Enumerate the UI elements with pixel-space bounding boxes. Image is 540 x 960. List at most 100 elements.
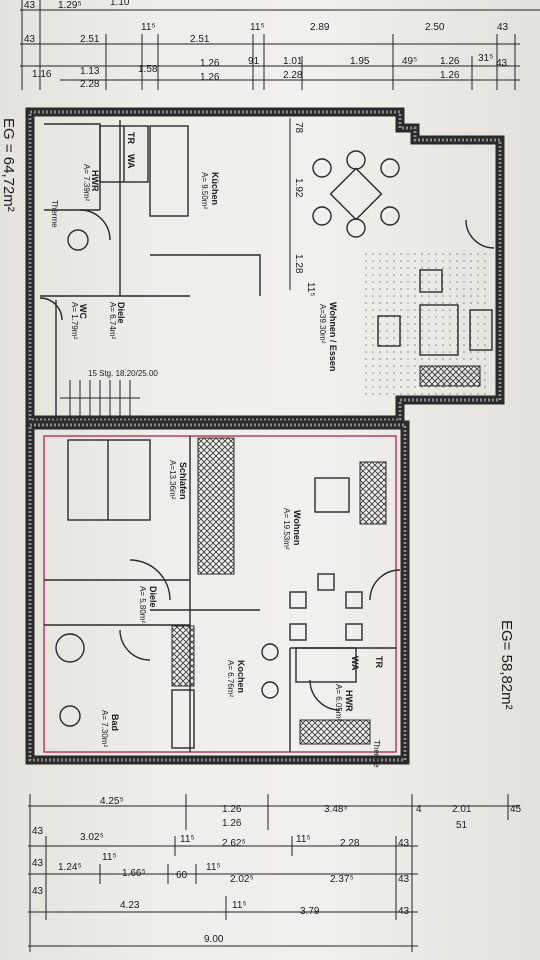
bottom-dim: 43 (32, 826, 44, 837)
upper-unit-room-labels: HWR A= 7.39m² Küchen A= 9.50m² Diele A= … (50, 132, 338, 378)
floor-area-left: EG = 64,72m² (0, 118, 17, 212)
room-name-hwr-lower: HWR (344, 690, 354, 712)
fixture-therme-lower: Therme (372, 740, 381, 768)
bottom-dim: 2.02⁵ (230, 874, 254, 885)
room-name-bedroom: Schlafen (178, 462, 188, 500)
room-name-living-lower: Wohnen (292, 510, 302, 545)
bottom-dim: 1.66⁵ (122, 868, 146, 879)
top-dim: 43 (496, 58, 508, 69)
bottom-dim: 3.48⁵ (324, 804, 348, 815)
bottom-dim: 3.02⁵ (80, 832, 104, 843)
room-name-hwr-upper: HWR (90, 170, 100, 192)
room-area-bath: A= 7.30m² (100, 710, 109, 747)
top-dim: 1.26 (200, 72, 220, 83)
top-dim: 43 (24, 34, 36, 45)
bottom-dim: 43 (398, 838, 410, 849)
interior-dim: 1.28 (293, 254, 304, 274)
top-dim: 1.16 (32, 69, 52, 80)
bottom-dim: 2.01 (452, 804, 472, 815)
room-name-diele-upper: Diele (116, 302, 126, 324)
fixture-tr-lower: TR (374, 656, 384, 668)
top-dim: 2.51 (190, 34, 210, 45)
top-dim: 11⁵ (141, 22, 156, 33)
bottom-dim: 11⁵ (232, 900, 247, 911)
bottom-dim: 2.37⁵ (330, 874, 354, 885)
bottom-dim: 4.23 (120, 900, 140, 911)
top-dim: 11⁵ (250, 22, 265, 33)
room-name-kitchen-upper: Küchen (210, 172, 220, 205)
room-area-hwr-upper: A= 7.39m² (82, 164, 91, 201)
room-area-wc-upper: A= 1.79m² (70, 302, 79, 339)
fixture-tr-upper: TR (126, 132, 136, 144)
fixture-therme-upper: Therme (50, 200, 59, 228)
stair-label: 15 Stg. 18.20/25.00 (88, 369, 158, 378)
room-name-kitchen-lower: Kochen (236, 660, 246, 693)
interior-dim: 11⁵ (305, 282, 316, 297)
room-area-kitchen-upper: A= 9.50m² (200, 172, 209, 209)
top-dim: 43 (497, 22, 509, 33)
room-area-hwr-lower: A= 6.05m² (334, 684, 343, 721)
interior-dimension-texts: 78 1.92 1.28 11⁵ (289, 118, 316, 297)
top-dim: 49⁵ (402, 56, 417, 67)
room-name-bath: Bad (110, 714, 120, 731)
bottom-dim: 43 (32, 886, 44, 897)
top-dim: 2.89 (310, 22, 330, 33)
top-dim: 1.26 (440, 70, 460, 81)
bottom-dim: 1.24⁵ (58, 862, 82, 873)
top-dim: 1.58 (138, 64, 158, 75)
top-dim: 43 (24, 0, 36, 11)
room-area-diele-lower: A= 5.80m² (138, 586, 147, 623)
bottom-dim: 43 (398, 874, 410, 885)
top-dim: 31⁵ (478, 53, 493, 64)
top-dim: 2.51 (80, 34, 100, 45)
top-dim: 1.01 (283, 56, 303, 67)
top-dimension-lines (20, 0, 540, 90)
top-dim: 2.28 (80, 79, 100, 90)
room-area-living-lower: A= 19.53m² (282, 508, 291, 550)
bottom-dim: 2.28 (340, 838, 360, 849)
top-dim: 1.26 (200, 58, 220, 69)
bottom-dim: 11⁵ (296, 834, 311, 845)
top-dim: 1.10 (110, 0, 130, 8)
bottom-dim: 1.26 (222, 818, 242, 829)
fixture-wa-upper: WA (126, 154, 136, 169)
room-name-living-upper: Wohnen / Essen (328, 302, 338, 371)
bottom-dim: 43 (398, 906, 410, 917)
fixture-wa-lower: WA (350, 656, 360, 671)
bottom-dim: 51 (456, 820, 468, 831)
room-area-bedroom: A=13.36m² (168, 460, 177, 500)
top-dim: 91 (248, 56, 260, 67)
top-dim: 1.13 (80, 66, 100, 77)
bottom-dimension-texts: 4.25⁵ 1.26 3.48⁵ 4 2.01 45 1.26 51 43 3.… (32, 796, 522, 945)
room-area-diele-upper: A= 6.74m² (108, 302, 117, 339)
interior-dim: 78 (293, 122, 304, 134)
lower-unit-walls (25, 420, 410, 765)
bottom-dim: 60 (176, 870, 188, 881)
bottom-dim: 11⁵ (102, 852, 117, 863)
bottom-dim: 4.25⁵ (100, 796, 124, 807)
room-area-kitchen-lower: A= 6.76m² (226, 660, 235, 697)
bottom-dim: 45 (510, 804, 522, 815)
bottom-dim: 11⁵ (206, 862, 221, 873)
room-name-wc-upper: WC (78, 304, 88, 319)
bottom-dim: 1.26 (222, 804, 242, 815)
bottom-dimension-lines (28, 794, 520, 952)
room-name-diele-lower: Diele (148, 586, 158, 608)
bottom-dim-total: 9.00 (204, 934, 224, 945)
furniture (39, 125, 495, 749)
bottom-dim: 43 (32, 858, 44, 869)
top-dim: 1.95 (350, 56, 370, 67)
top-dim: 1.29⁵ (58, 0, 82, 11)
top-dimension-texts: 43 1.29⁵ 1.10 43 2.51 11⁵ 2.51 11⁵ 2.89 … (24, 0, 509, 90)
lower-unit-room-labels: Schlafen A=13.36m² Wohnen A= 19.53m² Die… (100, 460, 384, 768)
top-dim: 1.26 (440, 56, 460, 67)
bottom-dim: 3.79 (300, 906, 320, 917)
floor-area-labels: EG = 64,72m² EG= 58,82m² (0, 118, 515, 710)
top-dim: 2.28 (283, 70, 303, 81)
interior-dim: 1.92 (293, 178, 304, 198)
bottom-dim: 11⁵ (180, 834, 195, 845)
bottom-dim: 4 (416, 804, 422, 815)
bottom-dim: 2.62⁵ (222, 838, 246, 849)
